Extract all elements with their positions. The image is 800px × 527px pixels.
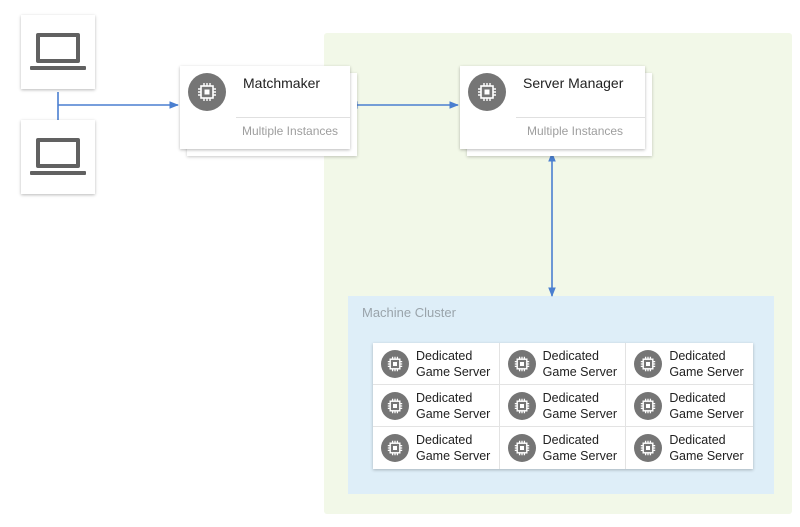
laptop-icon bbox=[30, 138, 86, 175]
client-laptop bbox=[21, 15, 95, 89]
chip-icon bbox=[634, 392, 663, 420]
chip-icon bbox=[507, 434, 536, 462]
chip-icon bbox=[634, 350, 663, 378]
chip-icon bbox=[381, 434, 409, 462]
machine-cluster-label: Machine Cluster bbox=[362, 305, 456, 320]
chip-icon bbox=[468, 73, 506, 111]
chip-icon bbox=[381, 350, 409, 378]
chip-icon bbox=[381, 392, 409, 420]
matchmaker-card: Matchmaker Multiple Instances bbox=[180, 66, 350, 149]
matchmaker-subtitle: Multiple Instances bbox=[242, 124, 339, 138]
server-manager-subtitle: Multiple Instances bbox=[527, 124, 624, 138]
chip-icon bbox=[507, 350, 536, 378]
divider bbox=[236, 117, 350, 118]
chip-icon bbox=[634, 434, 663, 462]
server-manager-card: Server Manager Multiple Instances bbox=[460, 66, 645, 149]
chip-icon bbox=[188, 73, 226, 111]
laptop-icon bbox=[30, 33, 86, 70]
matchmaker-title: Matchmaker bbox=[243, 75, 321, 91]
client-laptop bbox=[21, 120, 95, 194]
divider bbox=[516, 117, 645, 118]
server-manager-title: Server Manager bbox=[523, 75, 624, 91]
chip-icon bbox=[507, 392, 536, 420]
